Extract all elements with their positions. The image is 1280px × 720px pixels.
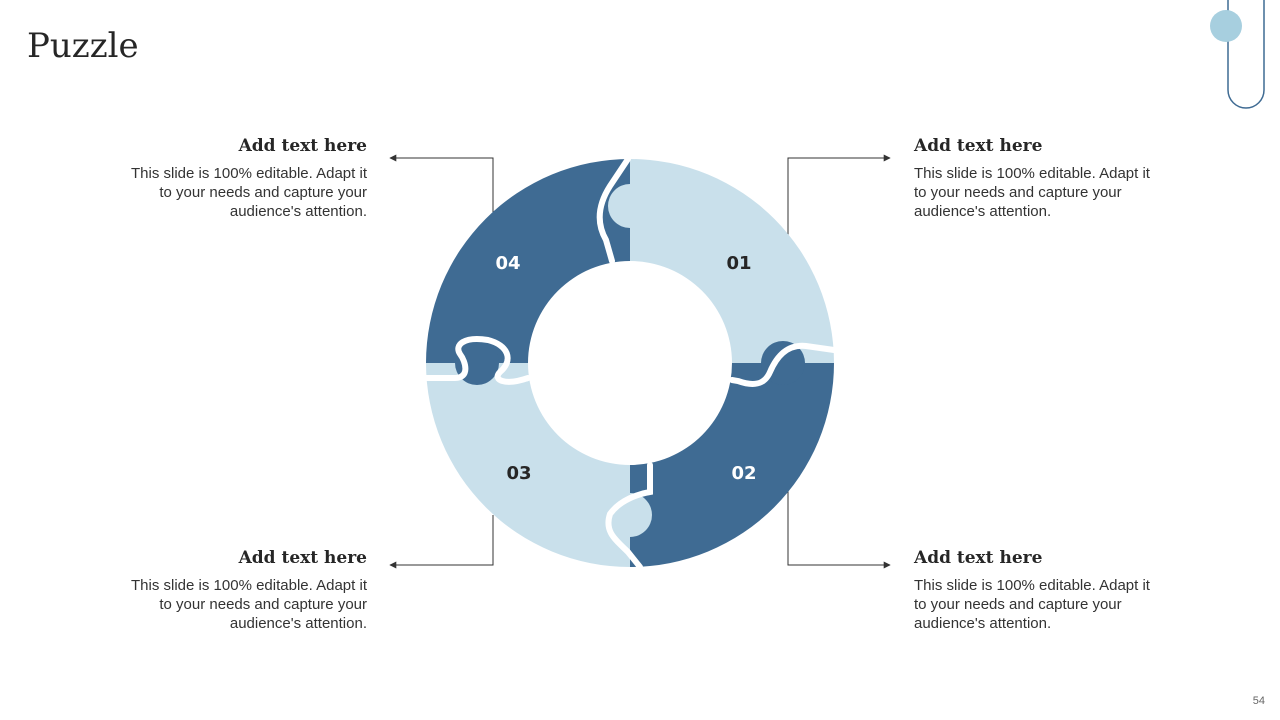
callout-bottom-left: Add text here This slide is 100% editabl… bbox=[122, 548, 367, 633]
callout-top-right: Add text here This slide is 100% editabl… bbox=[914, 136, 1159, 221]
puzzle-ring bbox=[423, 156, 837, 570]
seam-left bbox=[423, 336, 531, 385]
piece-label-04: 04 bbox=[495, 253, 520, 274]
puzzle-tab-top bbox=[608, 184, 652, 228]
seam-bottom bbox=[605, 462, 653, 570]
piece-label-01: 01 bbox=[726, 253, 751, 274]
callout-body: This slide is 100% editable. Adapt it to… bbox=[914, 577, 1150, 633]
seam-right bbox=[729, 342, 837, 388]
puzzle-center-hole bbox=[529, 262, 731, 464]
decorative-pin-icon bbox=[1210, 0, 1265, 109]
puzzle-piece-03 bbox=[426, 363, 630, 567]
puzzle-piece-01 bbox=[630, 159, 834, 363]
piece-label-02: 02 bbox=[731, 463, 756, 484]
connector-bottom-left bbox=[389, 515, 494, 569]
callout-heading: Add text here bbox=[914, 548, 1043, 568]
pin-outline bbox=[1227, 0, 1265, 109]
seam-top bbox=[596, 156, 631, 264]
connector-top-right bbox=[787, 154, 891, 235]
slide-title: Puzzle bbox=[27, 26, 139, 66]
callout-body: This slide is 100% editable. Adapt it to… bbox=[131, 577, 367, 633]
callout-heading: Add text here bbox=[238, 136, 367, 156]
piece-label-03: 03 bbox=[506, 463, 531, 484]
callout-body: This slide is 100% editable. Adapt it to… bbox=[914, 165, 1150, 221]
callout-top-left: Add text here This slide is 100% editabl… bbox=[122, 136, 367, 221]
callout-body: This slide is 100% editable. Adapt it to… bbox=[131, 165, 367, 221]
callout-heading: Add text here bbox=[914, 136, 1043, 156]
callout-bottom-right: Add text here This slide is 100% editabl… bbox=[914, 548, 1159, 633]
puzzle-piece-02 bbox=[630, 363, 834, 567]
pin-circle bbox=[1210, 10, 1242, 42]
connector-top-left bbox=[389, 154, 494, 212]
puzzle-piece-04 bbox=[426, 159, 630, 363]
page-number: 54 bbox=[1252, 695, 1265, 707]
callout-heading: Add text here bbox=[238, 548, 367, 568]
connector-bottom-right bbox=[787, 490, 891, 569]
